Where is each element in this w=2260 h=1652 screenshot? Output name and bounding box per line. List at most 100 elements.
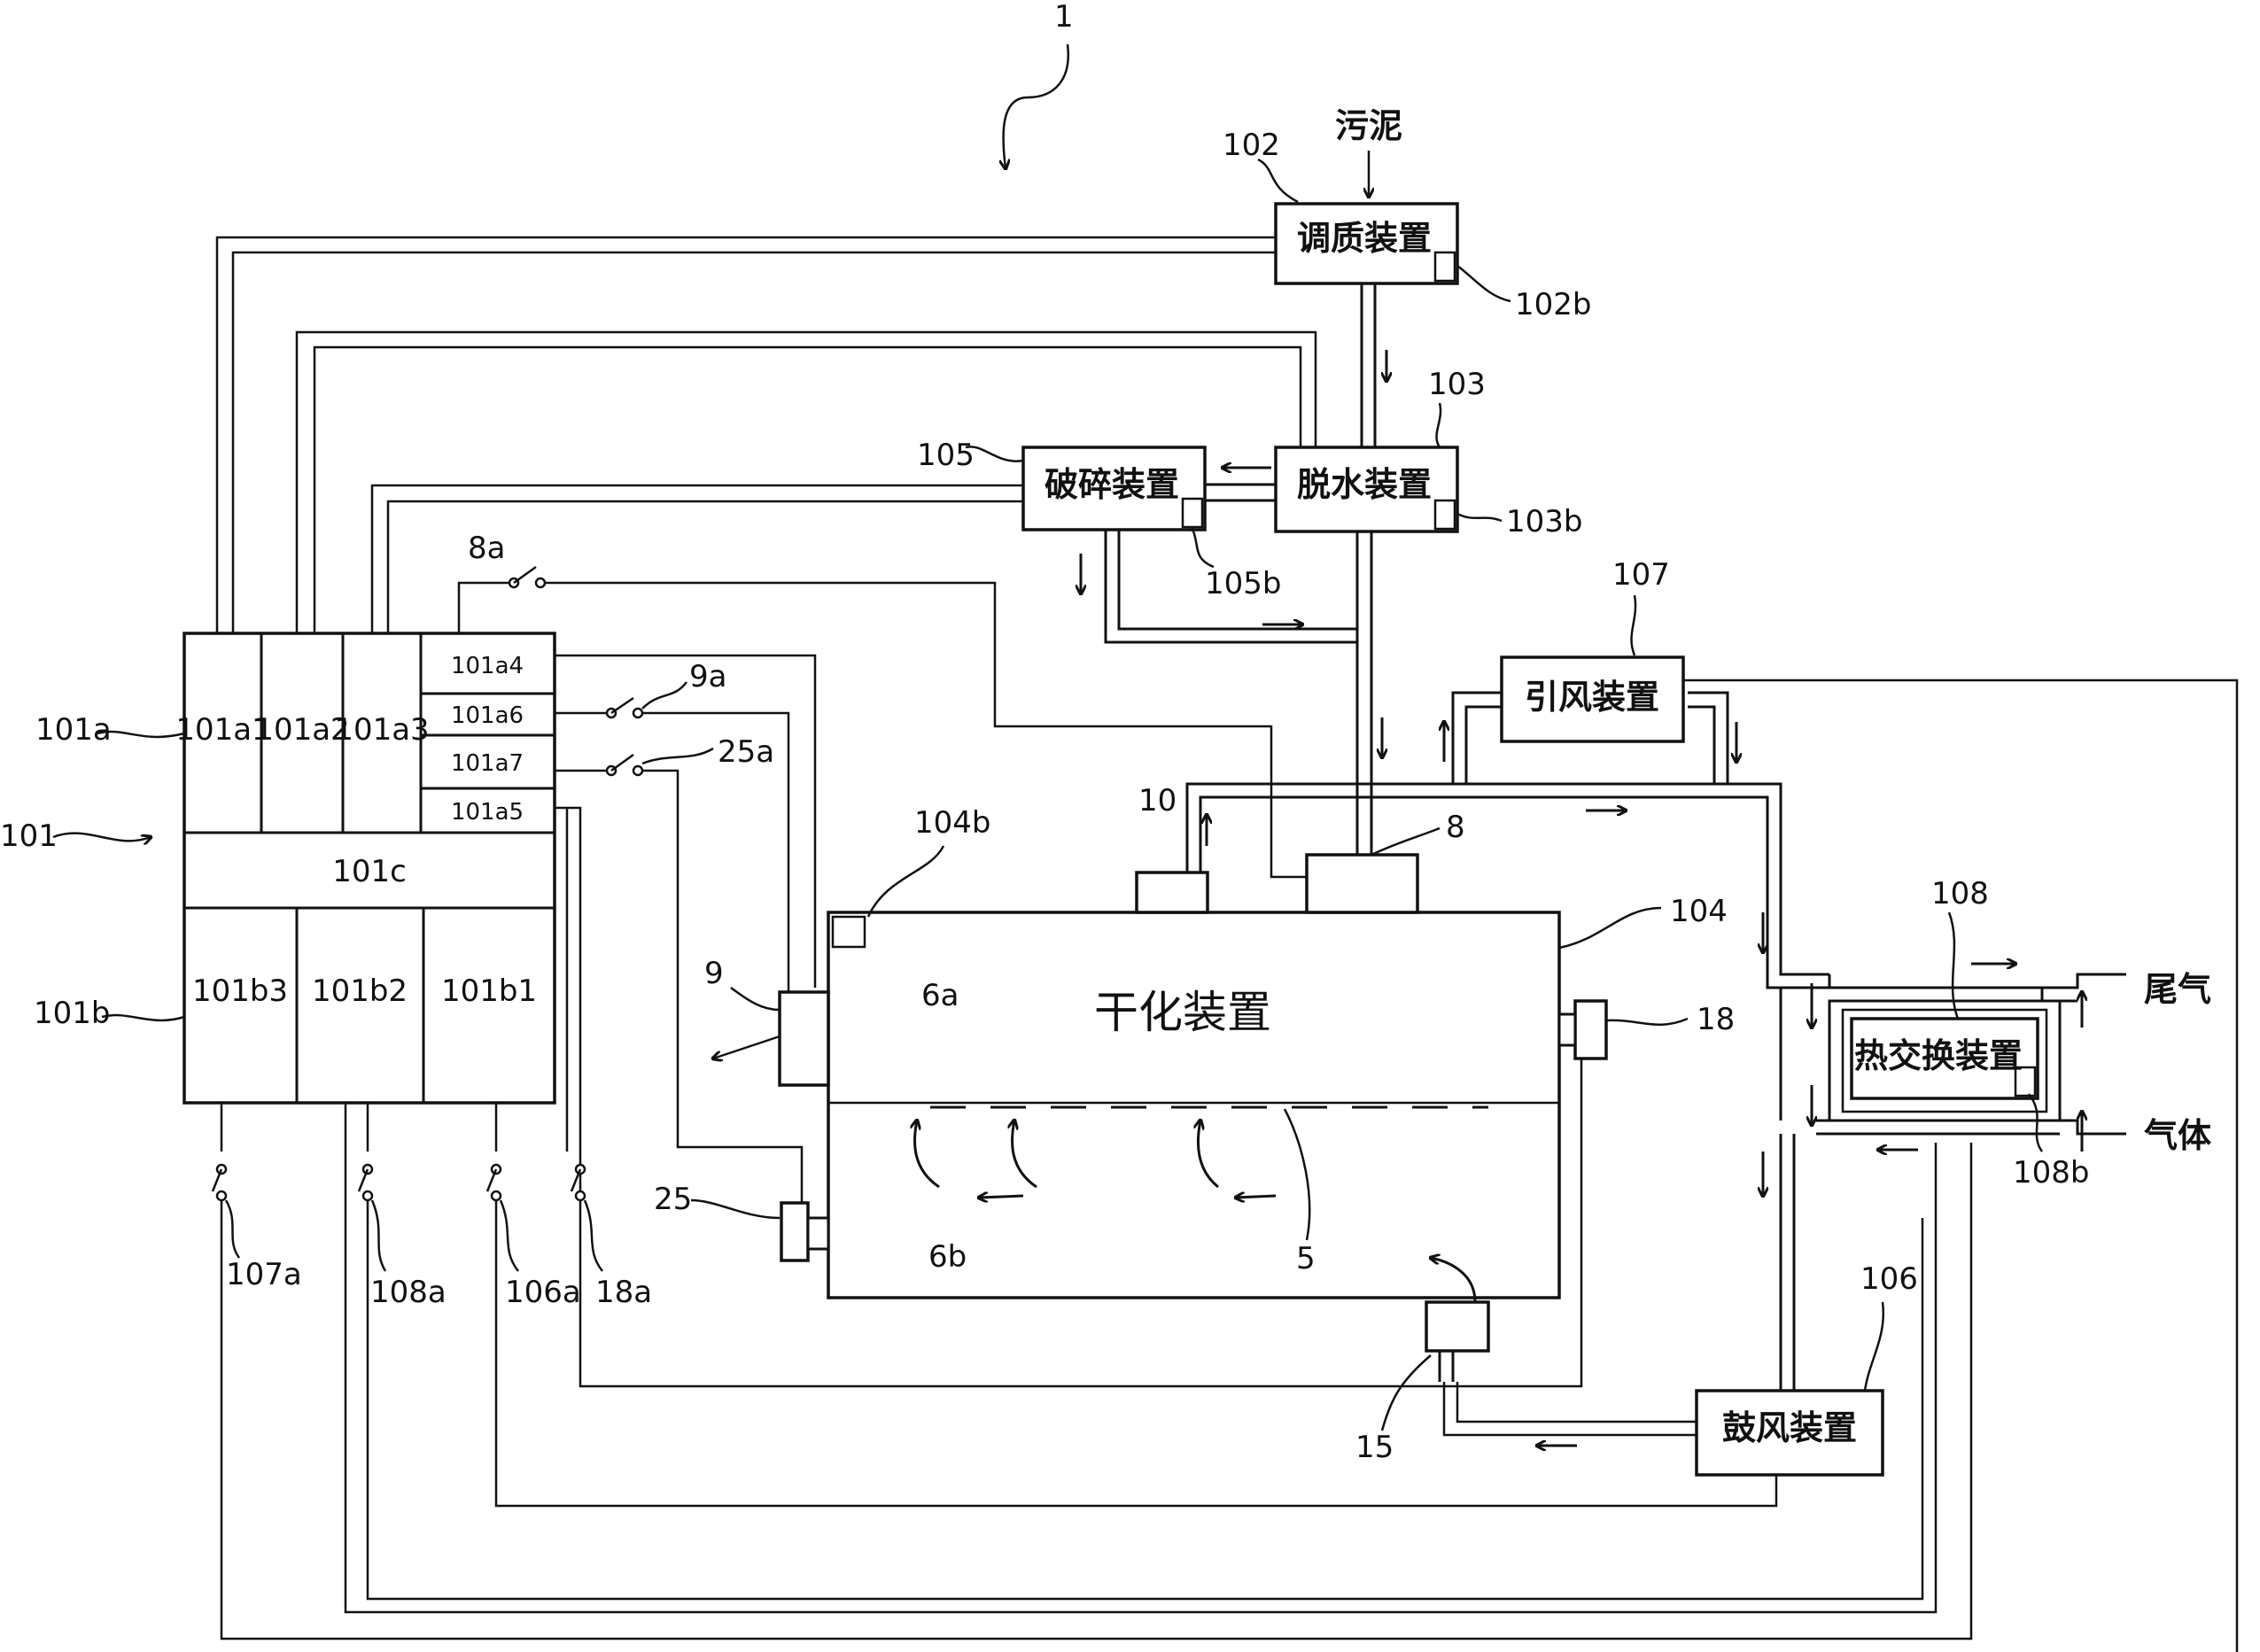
switch-9a: 9a xyxy=(689,659,726,694)
label-25: 25 xyxy=(654,1182,692,1217)
label-105b: 105b xyxy=(1205,566,1281,601)
blower-label: 鼓风装置 xyxy=(1722,1408,1857,1447)
controller-frame xyxy=(183,632,556,1105)
label-9: 9 xyxy=(704,956,724,991)
leader-18a xyxy=(583,1199,603,1272)
cell-101b2: 101b2 xyxy=(312,973,408,1009)
leader-104b xyxy=(866,845,945,918)
drying-device: 干化装置 6a 6b xyxy=(827,911,1561,1299)
blower-device: 鼓风装置 xyxy=(1695,1389,1884,1477)
leader-104 xyxy=(1558,906,1662,950)
flow-arrows xyxy=(915,350,2082,1446)
label-101b: 101b xyxy=(34,996,110,1031)
leader-15 xyxy=(1380,1354,1432,1431)
crushing-label: 破碎装置 xyxy=(1045,465,1179,504)
switches: 8a 9a 25a 107a 108a 106a 18a xyxy=(211,531,774,1310)
label-10: 10 xyxy=(1138,783,1177,818)
label-18: 18 xyxy=(1697,1002,1735,1037)
label-104: 104 xyxy=(1670,894,1728,929)
heat-exchanger-device: 热交换装置 xyxy=(1850,1017,2039,1100)
component-25 xyxy=(780,1201,830,1262)
switch-25a: 25a xyxy=(718,734,774,770)
label-103b: 103b xyxy=(1506,504,1582,539)
leader-107a xyxy=(224,1199,241,1259)
leader-107 xyxy=(1630,594,1637,656)
controller: 101a1 101a2 101a3 101a4 101a6 101a7 101a… xyxy=(175,632,556,1105)
leader-25 xyxy=(690,1198,781,1220)
leader-103 xyxy=(1435,402,1442,448)
switch-8a: 8a xyxy=(468,531,505,566)
label-5: 5 xyxy=(1296,1241,1316,1276)
cell-101a3: 101a3 xyxy=(334,712,429,748)
leader-102 xyxy=(1257,158,1299,204)
flow-arrow-up-2 xyxy=(1013,1121,1037,1189)
figure-pointer xyxy=(1004,43,1070,168)
label-106: 106 xyxy=(1860,1261,1918,1297)
component-15 xyxy=(1425,1300,1490,1382)
leader-101a xyxy=(97,730,185,739)
chamber-6b: 6b xyxy=(928,1239,967,1275)
leader-108a xyxy=(370,1199,387,1272)
label-101a: 101a xyxy=(35,712,112,748)
label-103: 103 xyxy=(1428,367,1486,402)
cell-101a6: 101a6 xyxy=(451,702,524,729)
crushing-device: 破碎装置 xyxy=(1021,446,1207,531)
leader-105 xyxy=(965,446,1024,462)
label-108: 108 xyxy=(1931,876,1989,911)
switch-107a: 107a xyxy=(226,1257,302,1292)
leader-9 xyxy=(730,986,781,1012)
outlet-9-arrow xyxy=(713,1035,781,1059)
cell-101a2: 101a2 xyxy=(254,712,349,748)
switch-108a: 108a xyxy=(370,1275,447,1310)
chamber-6a: 6a xyxy=(921,978,959,1013)
induced-draft-device: 引风装置 xyxy=(1500,655,1685,743)
gas-input: 气体 xyxy=(2144,1116,2211,1155)
figure-number: 1 xyxy=(1054,0,1074,35)
drying-label: 干化装置 xyxy=(1094,987,1271,1038)
leader-106a xyxy=(499,1199,519,1272)
flow-arrow-left-1 xyxy=(979,1196,1024,1198)
leader-103b xyxy=(1456,512,1503,523)
label-104b: 104b xyxy=(914,805,990,841)
leader-108 xyxy=(1947,911,1960,1020)
conditioning-device: 调质装置 xyxy=(1274,202,1459,285)
exhaust-output: 尾气 xyxy=(2144,970,2211,1009)
flow-arrow-up-3 xyxy=(1198,1121,1219,1189)
label-15: 15 xyxy=(1355,1430,1394,1465)
flow-arrow-up-1 xyxy=(915,1121,940,1189)
conditioning-label: 调质装置 xyxy=(1297,219,1432,258)
dewatering-label: 脱水装置 xyxy=(1297,465,1432,504)
sludge-input: 污泥 xyxy=(1335,106,1402,145)
label-8: 8 xyxy=(1446,810,1465,845)
dewatering-device: 脱水装置 xyxy=(1274,446,1459,533)
leader-9a xyxy=(641,681,687,710)
component-8 xyxy=(1305,853,1419,914)
leader-102b xyxy=(1456,265,1511,303)
cell-101a5: 101a5 xyxy=(451,799,524,826)
component-10 xyxy=(1135,871,1209,914)
leader-101 xyxy=(52,832,151,842)
label-107: 107 xyxy=(1612,557,1670,593)
switch-106a: 106a xyxy=(505,1275,581,1310)
leader-105b xyxy=(1190,526,1215,569)
label-105: 105 xyxy=(917,438,975,473)
flow-arrow-from-15 xyxy=(1431,1258,1477,1303)
leader-106 xyxy=(1863,1301,1885,1392)
label-108b: 108b xyxy=(2013,1155,2089,1191)
cell-101a4: 101a4 xyxy=(451,653,524,679)
leader-25a xyxy=(641,747,714,765)
heat-exchanger-label: 热交换装置 xyxy=(1854,1036,2023,1075)
induced-draft-label: 引风装置 xyxy=(1525,678,1659,717)
label-101: 101 xyxy=(0,818,58,854)
leader-108b xyxy=(2028,1093,2044,1152)
switch-18a: 18a xyxy=(595,1275,652,1310)
leader-5 xyxy=(1283,1108,1311,1241)
component-18 xyxy=(1557,999,1608,1060)
label-102: 102 xyxy=(1223,128,1280,163)
leader-101b xyxy=(101,1013,185,1022)
cell-101c: 101c xyxy=(332,854,407,889)
leader-8 xyxy=(1371,826,1441,857)
cell-101a1: 101a1 xyxy=(175,712,270,748)
cell-101a7: 101a7 xyxy=(451,750,524,777)
